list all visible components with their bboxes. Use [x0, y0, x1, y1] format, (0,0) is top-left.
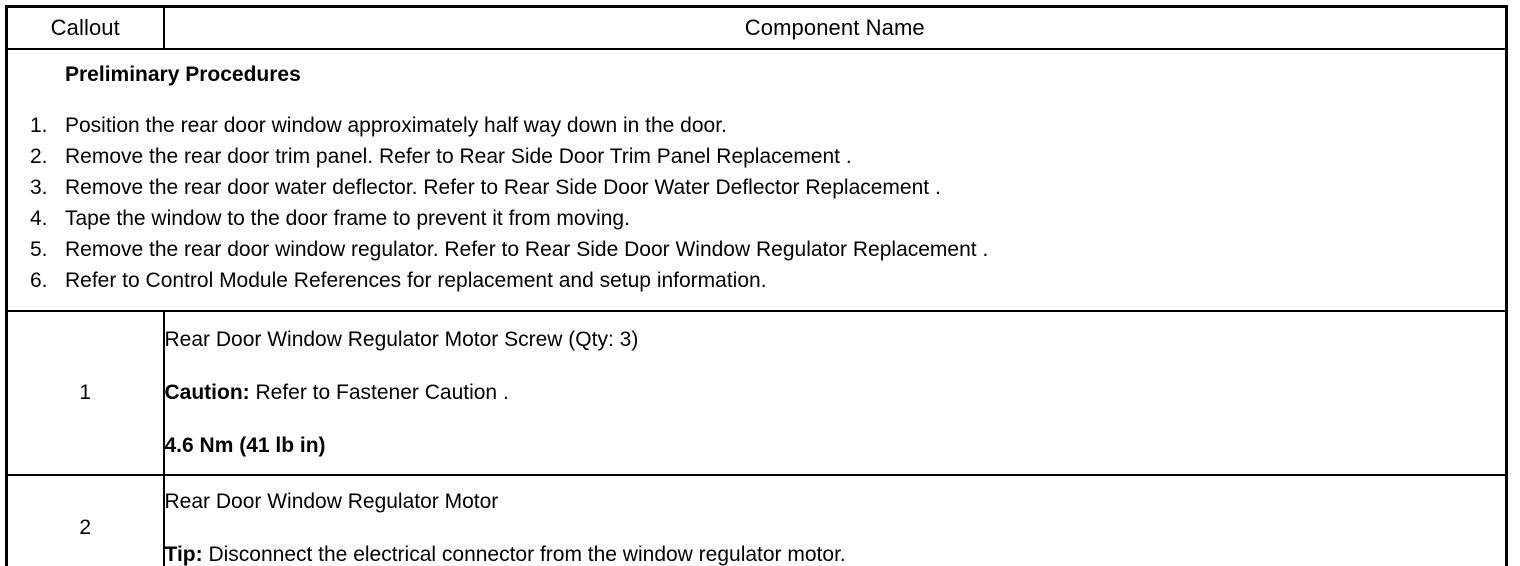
- preliminary-procedures-title: Preliminary Procedures: [65, 63, 301, 86]
- caution-label: Caution:: [164, 381, 250, 405]
- list-item: 2. Remove the rear door trim panel. Refe…: [8, 141, 1505, 172]
- caution-note: Caution: Refer to Fastener Caution .: [165, 379, 1506, 407]
- column-header-component-name: Component Name: [162, 5, 1508, 50]
- list-item-number: 2.: [30, 145, 48, 169]
- component-description-cell: Rear Door Window Regulator Motor Tip: Di…: [162, 474, 1508, 566]
- list-item-text: Refer to Control Module References for r…: [65, 269, 767, 293]
- component-name-text: Rear Door Window Regulator Motor Screw (…: [164, 328, 639, 352]
- list-item-number: 3.: [30, 176, 48, 200]
- list-item-text: Remove the rear door trim panel. Refer t…: [65, 145, 852, 169]
- list-item: 3. Remove the rear door water deflector.…: [8, 172, 1505, 203]
- list-item: 4. Tape the window to the door frame to …: [8, 203, 1505, 234]
- list-item-number: 6.: [30, 269, 48, 293]
- tip-text: Disconnect the electrical connector from…: [202, 543, 846, 566]
- list-item-number: 4.: [30, 207, 48, 231]
- column-header-callout: Callout: [5, 5, 165, 50]
- list-item-text: Position the rear door window approximat…: [65, 114, 727, 138]
- caution-text: Refer to Fastener Caution .: [249, 381, 509, 405]
- list-item-text: Remove the rear door window regulator. R…: [65, 238, 989, 262]
- preliminary-procedures-cell: Preliminary Procedures 1. Position the r…: [5, 47, 1508, 313]
- list-item-number: 1.: [30, 114, 48, 138]
- callout-number: 1: [5, 310, 165, 477]
- list-item: 5. Remove the rear door window regulator…: [8, 234, 1505, 265]
- preliminary-steps-list: 1. Position the rear door window approxi…: [8, 110, 1505, 296]
- torque-spec: 4.6 Nm (41 lb in): [164, 434, 326, 458]
- table-header-row: Callout Component Name: [5, 5, 1508, 50]
- list-item: 1. Position the rear door window approxi…: [8, 110, 1505, 141]
- component-callout-table: Callout Component Name Preliminary Proce…: [5, 5, 1508, 566]
- component-description-cell: Rear Door Window Regulator Motor Screw (…: [162, 310, 1508, 477]
- component-name-text: Rear Door Window Regulator Motor: [164, 490, 499, 514]
- table-row: 1 Rear Door Window Regulator Motor Screw…: [5, 310, 1508, 477]
- callout-number: 2: [5, 474, 165, 566]
- table-row: 2 Rear Door Window Regulator Motor Tip: …: [5, 474, 1508, 566]
- list-item: 6. Refer to Control Module References fo…: [8, 265, 1505, 296]
- list-item-text: Remove the rear door water deflector. Re…: [65, 176, 941, 200]
- list-item-number: 5.: [30, 238, 48, 262]
- tip-note: Tip: Disconnect the electrical connector…: [165, 541, 1506, 566]
- preliminary-procedures-row: Preliminary Procedures 1. Position the r…: [5, 47, 1508, 313]
- tip-label: Tip:: [164, 543, 203, 566]
- list-item-text: Tape the window to the door frame to pre…: [65, 207, 630, 231]
